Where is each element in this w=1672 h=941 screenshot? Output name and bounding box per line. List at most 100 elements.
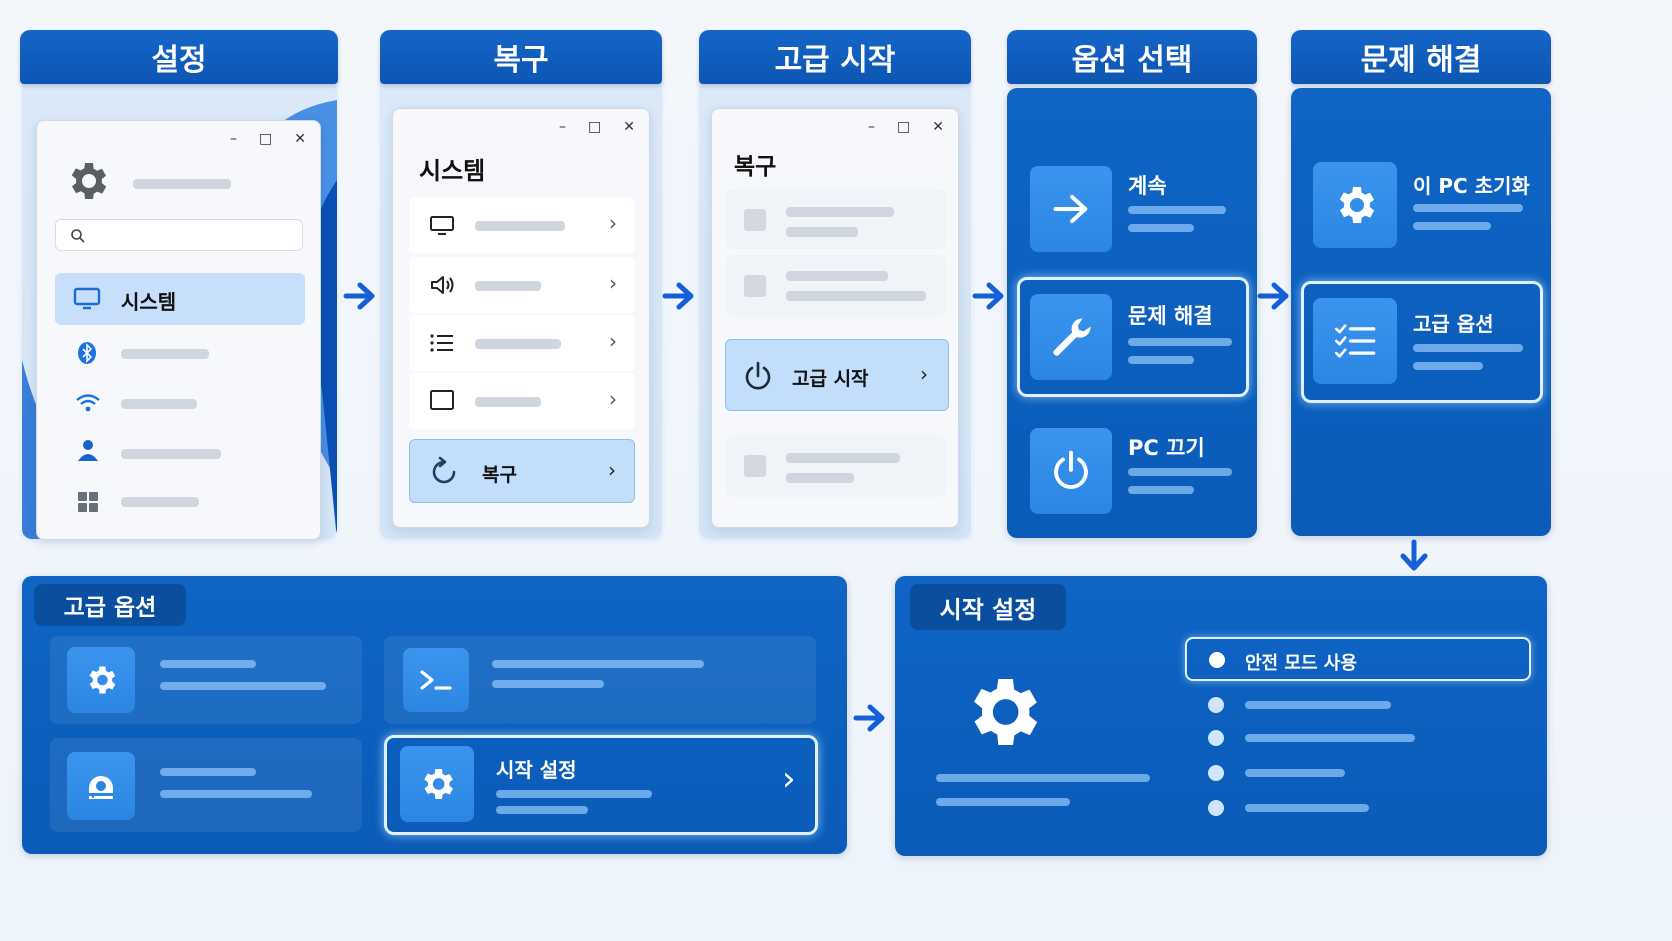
person-icon <box>78 440 98 461</box>
item-icon-placeholder <box>744 275 766 297</box>
option-placeholder <box>1128 468 1232 476</box>
description-placeholder <box>936 774 1150 782</box>
maximize-icon[interactable]: □ <box>259 131 273 147</box>
sidebar-item-placeholder[interactable] <box>121 349 209 359</box>
item-placeholder <box>786 207 894 217</box>
window-controls[interactable]: – □ ✕ <box>559 119 635 135</box>
option-placeholder <box>1128 338 1232 346</box>
advanced-option-card[interactable] <box>384 636 816 724</box>
option-label: 계속 <box>1128 174 1167 198</box>
option-advanced-highlight[interactable] <box>1301 281 1543 403</box>
close-icon[interactable]: ✕ <box>294 131 306 147</box>
radio-icon[interactable] <box>1208 765 1224 781</box>
option-placeholder <box>1245 734 1415 742</box>
close-icon[interactable]: ✕ <box>623 119 635 135</box>
wifi-icon <box>76 394 100 412</box>
option-placeholder <box>496 806 588 814</box>
radio-selected-icon <box>1209 652 1225 668</box>
gear-icon <box>71 163 107 199</box>
advanced-option-card[interactable] <box>50 738 362 832</box>
list-icon <box>430 334 453 352</box>
power-tile <box>1030 428 1112 514</box>
option-placeholder <box>1128 206 1226 214</box>
option-tile <box>67 647 135 713</box>
step-header-settings: 설정 <box>20 30 338 84</box>
option-continue[interactable]: 계속 <box>1030 166 1240 254</box>
option-turn-off[interactable]: PC 끄기 <box>1030 428 1240 516</box>
minimize-icon[interactable]: – <box>230 131 238 147</box>
description-placeholder <box>936 798 1070 806</box>
option-placeholder <box>1413 344 1523 352</box>
sidebar-item-placeholder[interactable] <box>121 497 199 507</box>
troubleshoot-tile <box>1030 294 1112 380</box>
option-label: 안전 모드 사용 <box>1245 653 1357 674</box>
maximize-icon[interactable]: □ <box>897 119 911 135</box>
flow-arrow-right <box>852 700 888 736</box>
advanced-option-card[interactable] <box>50 636 362 724</box>
option-placeholder <box>1245 701 1391 709</box>
startup-settings-title: 시작 설정 <box>910 584 1066 630</box>
recovery-window: – □ ✕ 복구 고급 시작 › <box>711 108 959 528</box>
list-item[interactable] <box>726 189 946 249</box>
close-icon[interactable]: ✕ <box>932 119 944 135</box>
list-item-recovery[interactable]: 복구 › <box>409 439 635 503</box>
sidebar-item-label: 시스템 <box>121 290 177 314</box>
drive-icon <box>89 776 113 799</box>
checklist-icon <box>1334 324 1376 358</box>
settings-window: – □ ✕ 시스템 <box>36 120 321 540</box>
sidebar-item-placeholder[interactable] <box>121 449 221 459</box>
flow-arrow-right <box>1256 278 1292 314</box>
radio-icon[interactable] <box>1208 697 1224 713</box>
option-label: 이 PC 초기화 <box>1413 174 1530 198</box>
option-placeholder <box>160 660 256 668</box>
sidebar-item-system[interactable]: 시스템 <box>55 273 305 325</box>
radio-icon[interactable] <box>1208 730 1224 746</box>
refresh-icon <box>432 456 456 484</box>
option-advanced[interactable]: 고급 옵션 <box>1313 298 1537 386</box>
item-placeholder <box>786 453 900 463</box>
item-icon-placeholder <box>744 455 766 477</box>
step-header-recovery: 복구 <box>380 30 662 84</box>
option-placeholder <box>492 680 604 688</box>
minimize-icon[interactable]: – <box>868 119 876 135</box>
item-placeholder <box>786 473 854 483</box>
option-startup-settings[interactable]: 시작 설정 › <box>400 746 808 824</box>
window-icon <box>430 390 454 410</box>
option-troubleshoot[interactable]: 문제 해결 <box>1030 294 1240 382</box>
option-troubleshoot-highlight[interactable] <box>1017 277 1249 397</box>
option-tile <box>400 746 474 822</box>
flow-arrow-right <box>342 278 378 314</box>
list-item[interactable] <box>726 435 946 497</box>
search-input[interactable] <box>55 219 303 251</box>
option-placeholder <box>1413 362 1483 370</box>
option-label: 문제 해결 <box>1128 304 1213 328</box>
chevron-right-icon: › <box>609 329 617 353</box>
option-reset-pc[interactable]: 이 PC 초기화 <box>1313 162 1537 250</box>
list-item[interactable]: › <box>409 197 635 253</box>
sidebar-item-placeholder[interactable] <box>121 399 197 409</box>
minimize-icon[interactable]: – <box>559 119 567 135</box>
item-placeholder <box>475 221 565 231</box>
power-icon <box>1054 450 1088 489</box>
window-controls[interactable]: – □ ✕ <box>230 131 306 147</box>
list-item[interactable]: › <box>409 315 635 371</box>
chevron-right-icon: › <box>609 271 617 295</box>
item-placeholder <box>786 291 926 301</box>
gear-icon <box>424 769 453 799</box>
radio-icon[interactable] <box>1208 800 1224 816</box>
list-item-advanced-startup[interactable]: 고급 시작 › <box>725 339 949 411</box>
step-header-advanced-startup: 고급 시작 <box>699 30 971 84</box>
chevron-right-icon: › <box>920 362 928 386</box>
window-controls[interactable]: – □ ✕ <box>868 119 944 135</box>
item-placeholder <box>475 281 541 291</box>
option-safe-mode[interactable]: 안전 모드 사용 <box>1185 637 1531 681</box>
flow-arrow-right <box>661 278 697 314</box>
wrench-icon <box>1053 318 1091 356</box>
maximize-icon[interactable]: □ <box>588 119 602 135</box>
list-item[interactable]: › <box>409 257 635 313</box>
gear-icon <box>89 666 116 694</box>
list-item[interactable]: › <box>409 373 635 429</box>
option-startup-settings-highlight[interactable] <box>384 735 818 835</box>
list-item[interactable] <box>726 255 946 317</box>
option-placeholder <box>1245 804 1369 812</box>
